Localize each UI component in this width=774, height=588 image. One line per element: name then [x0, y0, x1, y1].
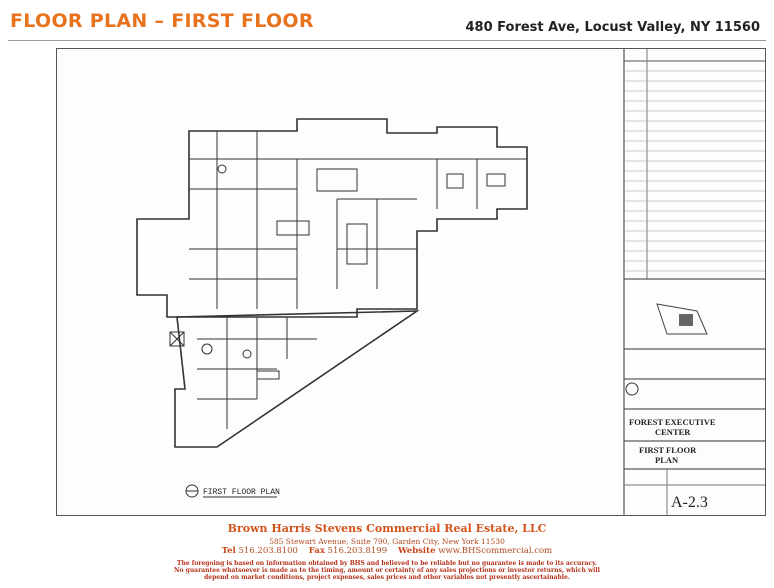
sheet-title-line2: PLAN	[655, 455, 679, 465]
tel-label: Tel	[221, 546, 236, 556]
disclaimer-line-3: depend on market conditions, project exp…	[204, 574, 570, 581]
firm-name: Brown Harris Stevens Commercial Real Est…	[227, 522, 547, 535]
disclaimer-line-1: The foregoing is based on information ob…	[177, 560, 597, 567]
disclaimer: The foregoing is based on information ob…	[0, 560, 774, 581]
firm-address: 585 Stewart Avenue, Suite 790, Garden Ci…	[269, 537, 505, 546]
fax-label: Fax	[308, 546, 325, 556]
website-label: Website	[397, 546, 436, 556]
sheet-number: A-2.3	[671, 494, 708, 511]
website-link[interactable]: www.BHScommercial.com	[438, 546, 553, 556]
floor-plan-drawing: FIRST FLOOR PLAN FOREST EXECUTIVE CENTER…	[56, 48, 766, 516]
fax-number: 516.203.8199	[327, 546, 388, 556]
header-divider	[8, 40, 766, 41]
project-name-line2: CENTER	[655, 427, 691, 437]
firm-contact: Tel 516.203.8100 Fax 516.203.8199 Websit…	[0, 546, 774, 556]
title-block: FOREST EXECUTIVE CENTER FIRST FLOOR PLAN…	[623, 49, 765, 515]
floor-plan-image: FIRST FLOOR PLAN FOREST EXECUTIVE CENTER…	[136, 49, 765, 515]
plan-label: FIRST FLOOR PLAN	[185, 484, 280, 498]
page-title: FLOOR PLAN – FIRST FLOOR	[10, 10, 314, 32]
sheet-title-line1: FIRST FLOOR	[639, 445, 697, 455]
project-name-line1: FOREST EXECUTIVE	[629, 417, 716, 427]
disclaimer-line-2: No guarantee whatsoever is made as to th…	[174, 567, 600, 574]
property-address: 480 Forest Ave, Locust Valley, NY 11560	[465, 20, 761, 35]
plan-label-text: FIRST FLOOR PLAN	[203, 488, 280, 497]
tel-number: 516.203.8100	[238, 546, 298, 556]
